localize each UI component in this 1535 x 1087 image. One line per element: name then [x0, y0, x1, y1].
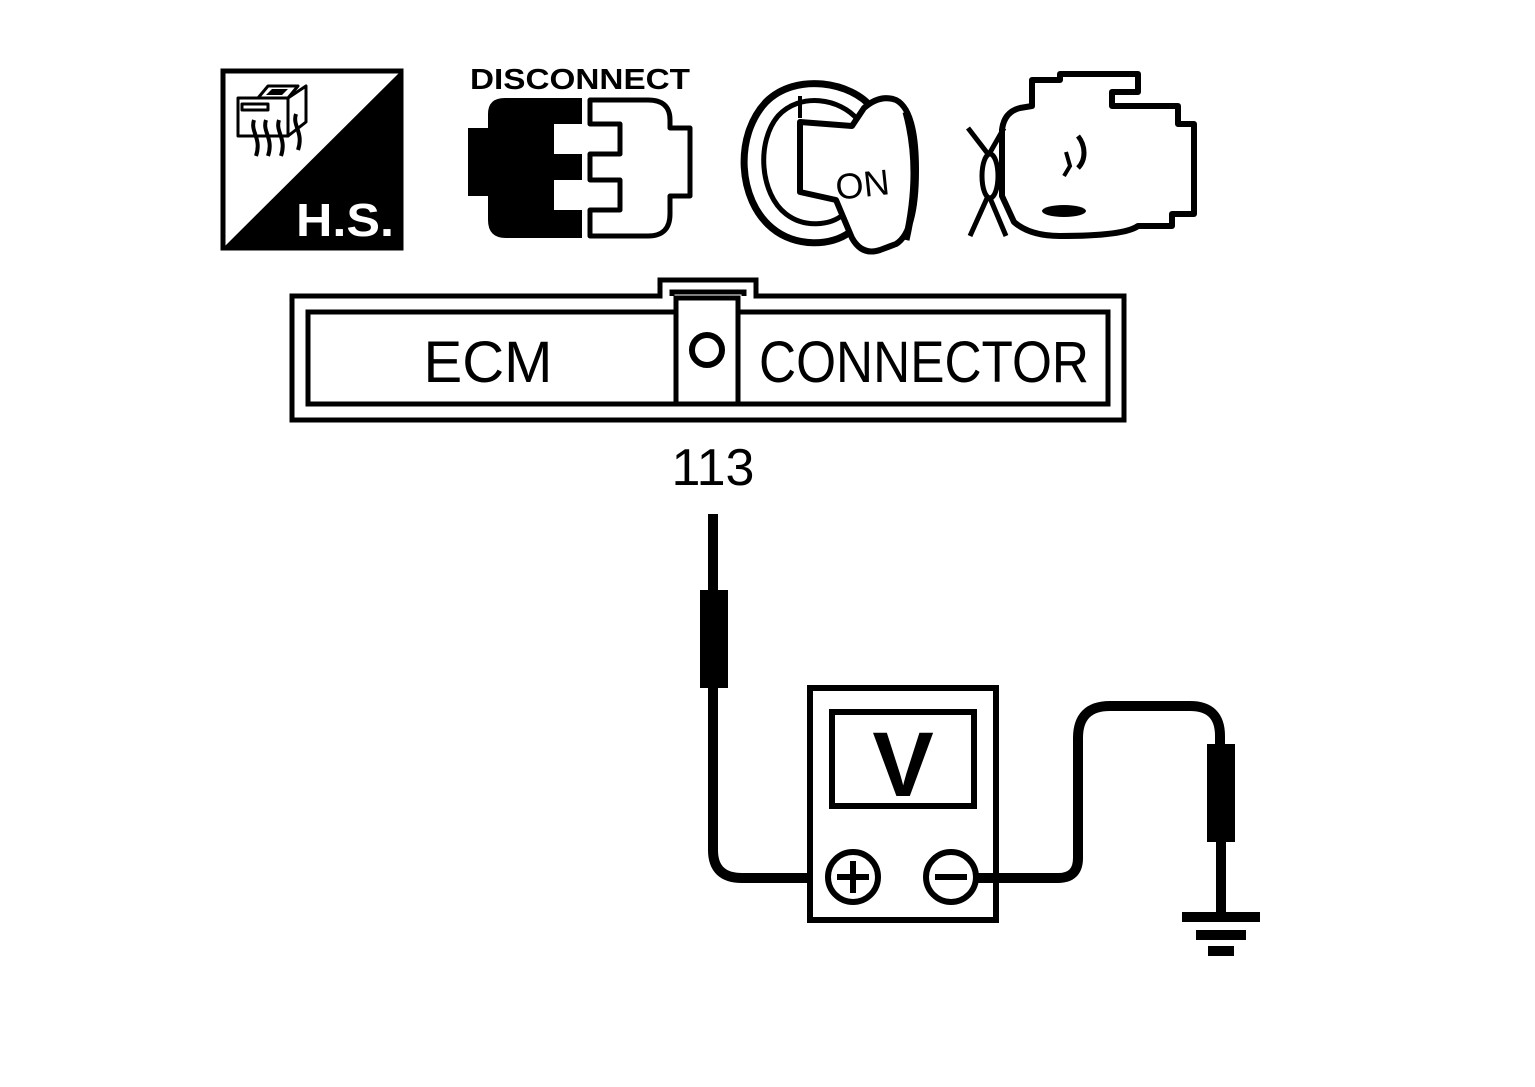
connector-left-label: ECM	[424, 330, 553, 395]
disconnect-label: DISCONNECT	[470, 64, 690, 96]
connector-right-label: CONNECTOR	[759, 330, 1089, 395]
voltmeter-display	[829, 709, 977, 809]
harness-connector-icon	[236, 84, 308, 157]
harness-side-label: H.S.	[296, 194, 394, 246]
negative-probe	[976, 701, 1235, 916]
voltmeter-display-label: V	[872, 714, 933, 816]
ignition-on-label: ON	[833, 161, 891, 207]
engine-stopped-icon	[966, 71, 1197, 239]
ground-symbol-icon	[1182, 912, 1260, 956]
ignition-key-icon: ON	[740, 80, 919, 255]
plus-terminal-icon	[825, 849, 881, 905]
ecm-connector: ECM CONNECTOR	[289, 277, 1127, 423]
voltmeter: V	[807, 685, 999, 923]
disconnect-connector-icon	[468, 97, 693, 239]
disconnect-panel: DISCONNECT	[468, 64, 693, 239]
minus-terminal-icon	[923, 849, 979, 905]
terminal-pin-icon	[689, 332, 725, 368]
positive-probe	[700, 514, 830, 883]
harness-side-panel: H.S.	[220, 68, 404, 251]
terminal-number: 113	[672, 439, 755, 497]
